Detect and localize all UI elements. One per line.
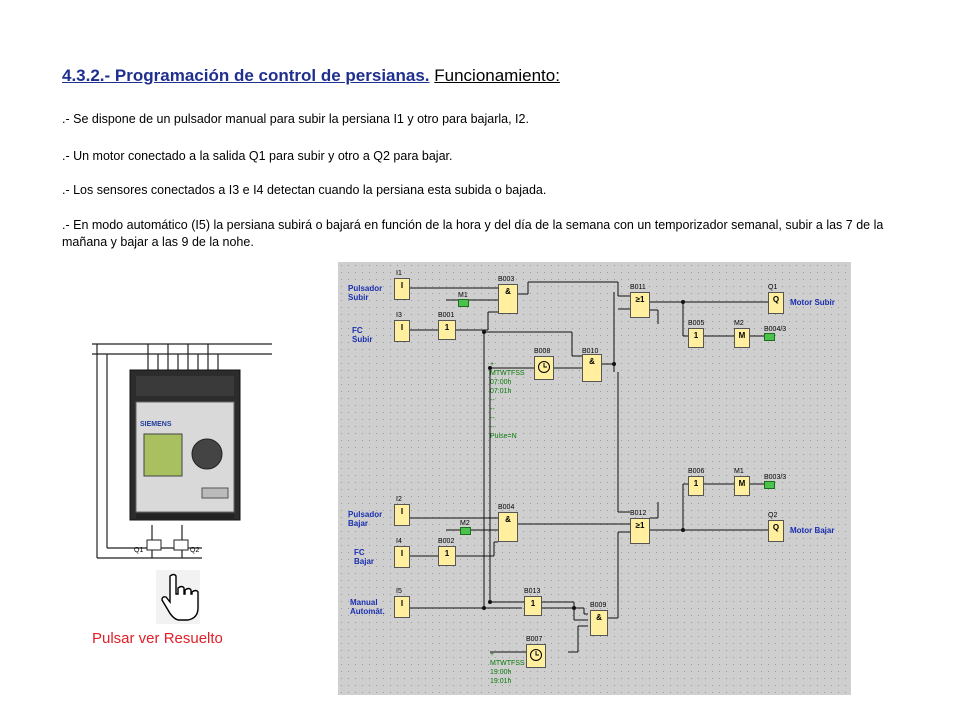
block-b005-name: B005: [688, 320, 705, 327]
plc-q2-label: Q2: [190, 547, 199, 554]
block-b008-name: B008: [534, 348, 551, 355]
input-block-i5: I: [394, 596, 410, 618]
title-main: 4.3.2.- Programación de control de persi…: [62, 66, 430, 85]
svg-text:Q2: Q2: [190, 547, 199, 554]
resolve-link[interactable]: Pulsar ver Resuelto: [92, 630, 223, 647]
and-block-b003: &: [498, 284, 518, 314]
input-block-i3: I: [394, 320, 410, 342]
timer2-params: + MTWTFSS 19:00h 19:01h: [490, 651, 525, 685]
marker-m1-label: M1: [458, 292, 468, 299]
marker-m1-flag-icon: [458, 299, 469, 307]
marker-m2b-label: M2: [460, 520, 470, 527]
block-b009-name: B009: [590, 602, 607, 609]
input-i4-name: I4: [396, 538, 402, 545]
and-block-b010: &: [582, 354, 602, 382]
input-block-i1: I: [394, 278, 410, 300]
block-b001-name: B001: [438, 312, 455, 319]
block-b006-name: B006: [688, 468, 705, 475]
or-block-b012: ≥1: [630, 518, 650, 544]
block-b004-name: B004: [498, 504, 515, 511]
and-block-b009: &: [590, 610, 608, 636]
clock-icon: [530, 649, 542, 661]
not-block-b005: 1: [688, 328, 704, 348]
clock-icon: [538, 361, 550, 373]
input-block-i2: I: [394, 504, 410, 526]
page-title: 4.3.2.- Programación de control de persi…: [62, 66, 560, 86]
output-block-q2: Q: [768, 520, 784, 542]
marker-m2-flag-icon: [460, 527, 471, 535]
input-i2-name: I2: [396, 496, 402, 503]
not-block-b002: 1: [438, 546, 456, 566]
plc-brand: SIEMENS: [140, 421, 172, 428]
plc-q1-label: Q1: [134, 547, 143, 554]
marker-m1b-name: M1: [734, 468, 744, 475]
flag-b004-3-label: B004/3: [764, 326, 787, 333]
input-i5-name: I5: [396, 588, 402, 595]
flag-b003-3-label: B003/3: [764, 474, 787, 481]
marker-block-m1b: M: [734, 476, 750, 496]
paragraph-3: .- Los sensores conectados a I3 e I4 det…: [62, 183, 547, 197]
svg-text:SIEMENS: SIEMENS: [140, 421, 172, 428]
block-b003-name: B003: [498, 276, 515, 283]
block-b013-name: B013: [524, 588, 541, 595]
output-motor-bajar: Motor Bajar: [790, 526, 835, 535]
input-block-i4: I: [394, 546, 410, 568]
output-q2-name: Q2: [768, 512, 778, 519]
block-b002-name: B002: [438, 538, 455, 545]
input-i3-name: I3: [396, 312, 402, 319]
diagram-wires: [410, 281, 768, 653]
output-motor-subir: Motor Subir: [790, 298, 835, 307]
not-block-b001: 1: [438, 320, 456, 340]
output-q1-name: Q1: [768, 284, 778, 291]
input-i1-name: I1: [396, 270, 402, 277]
output-block-q1: Q: [768, 292, 784, 314]
plc-drawing: SIEMENS Q1 Q2: [92, 343, 272, 559]
block-b007-name: B007: [526, 636, 543, 643]
timer-block-b008: [534, 356, 554, 380]
block-b010-name: B010: [582, 348, 599, 355]
paragraph-4: .- En modo automático (I5) la persiana s…: [62, 218, 884, 249]
marker-block-m2a: M: [734, 328, 750, 348]
marker-m2a-name: M2: [734, 320, 744, 327]
title-sub: Funcionamiento:: [434, 66, 560, 85]
timer-block-b007: [526, 644, 546, 668]
flag-b004-3-icon: [764, 333, 775, 341]
not-block-b013: 1: [524, 596, 542, 616]
or-block-b011: ≥1: [630, 292, 650, 318]
not-block-b006: 1: [688, 476, 704, 496]
svg-text:Q1: Q1: [134, 547, 143, 554]
paragraph-1: .- Se dispone de un pulsador manual para…: [62, 112, 529, 126]
block-b011-name: B011: [630, 284, 646, 291]
hand-cursor-icon[interactable]: [156, 570, 200, 624]
block-b012-name: B012: [630, 510, 647, 517]
paragraph-2: .- Un motor conectado a la salida Q1 par…: [62, 149, 453, 163]
timer1-params: + MTWTFSS 07:00h 07:01h -- -- -- -- Puls…: [490, 361, 525, 440]
and-block-b004: &: [498, 512, 518, 542]
flag-b003-3-icon: [764, 481, 775, 489]
plc-image: SIEMENS Q1 Q2: [92, 330, 272, 570]
